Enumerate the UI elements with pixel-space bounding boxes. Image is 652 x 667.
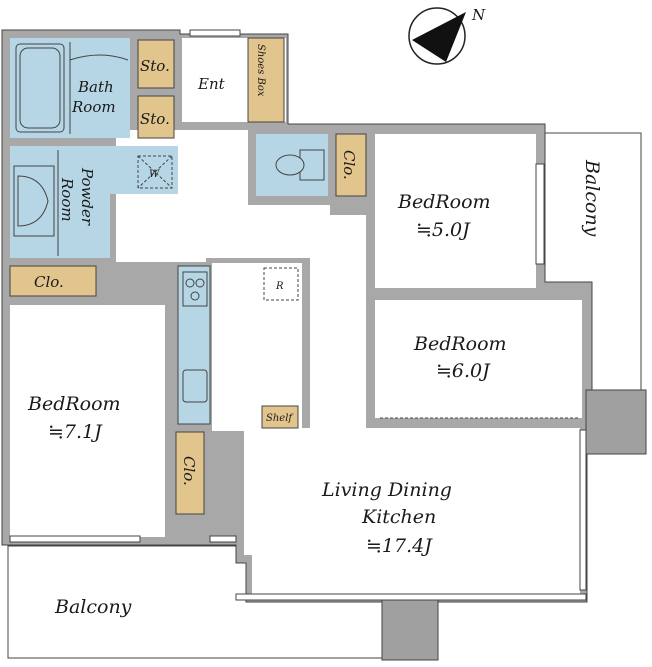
bedroom-b-floor (375, 300, 582, 418)
powder-room-label-1: Powder (78, 167, 96, 226)
storage-top-label: Sto. (140, 57, 170, 75)
shelf-label: Shelf (266, 413, 294, 424)
storage-bottom-label: Sto. (140, 110, 170, 128)
closet-toilet-side (335, 133, 367, 197)
shoes-box (247, 37, 285, 123)
bedroom-a-name: BedRoom (397, 191, 491, 213)
bathtub-icon (15, 43, 65, 133)
ldk-label-2: Kitchen (361, 506, 436, 528)
shelf-box (261, 405, 299, 429)
storage-bottom (137, 95, 175, 139)
washer-icon (137, 155, 173, 189)
ldk-label-1: Living Dining (321, 479, 452, 501)
fridge-icon (263, 267, 299, 301)
sink-icon (17, 175, 49, 227)
bedroom-a-size: ≒5.0J (416, 219, 471, 241)
storage-top (137, 39, 175, 89)
washer-area-floor (110, 146, 178, 194)
bedroom-a-floor (375, 134, 536, 288)
closet-toilet-label: Clo. (340, 150, 358, 180)
washer-label: W (149, 169, 160, 180)
shoes-box-label: Shoes Box (255, 44, 266, 97)
balcony-bottom-label: Balcony (54, 596, 132, 618)
fridge-label: R (275, 281, 284, 292)
entrance-label: Ent (197, 75, 226, 93)
pillar-bottom (381, 599, 439, 661)
pillar-right (585, 389, 647, 455)
closet-left-label: Clo. (34, 273, 64, 291)
shower-area (69, 42, 129, 134)
compass-north-label: N (471, 6, 486, 24)
north-arrow-icon: N (408, 6, 486, 65)
ldk-size: ≒17.4J (366, 535, 433, 557)
closet-left (9, 265, 97, 297)
bedroom-c-name: BedRoom (27, 393, 121, 415)
bathtub-inner (19, 47, 61, 129)
bedroom-b-size: ≒6.0J (436, 360, 491, 382)
vanity-counter (13, 165, 55, 237)
closet-kitchen-label: Clo. (180, 456, 198, 486)
hallway-floor (116, 130, 366, 396)
bedroom-b-name: BedRoom (413, 333, 507, 355)
toilet-icon (275, 154, 305, 176)
kitchen-floor (212, 263, 302, 431)
closet-kitchen (175, 431, 205, 515)
balcony-right-label: Balcony (581, 159, 603, 237)
kitchen-sink-icon (182, 369, 208, 403)
bath-room-label-2: Room (71, 98, 116, 116)
powder-room-label-2: Room (58, 177, 76, 222)
bedroom-c-floor (10, 305, 165, 537)
bath-room-label-1: Bath (77, 78, 114, 96)
bedroom-c-size: ≒7.1J (48, 421, 103, 443)
ldk-floor (244, 396, 580, 594)
stove-icon (182, 271, 208, 307)
